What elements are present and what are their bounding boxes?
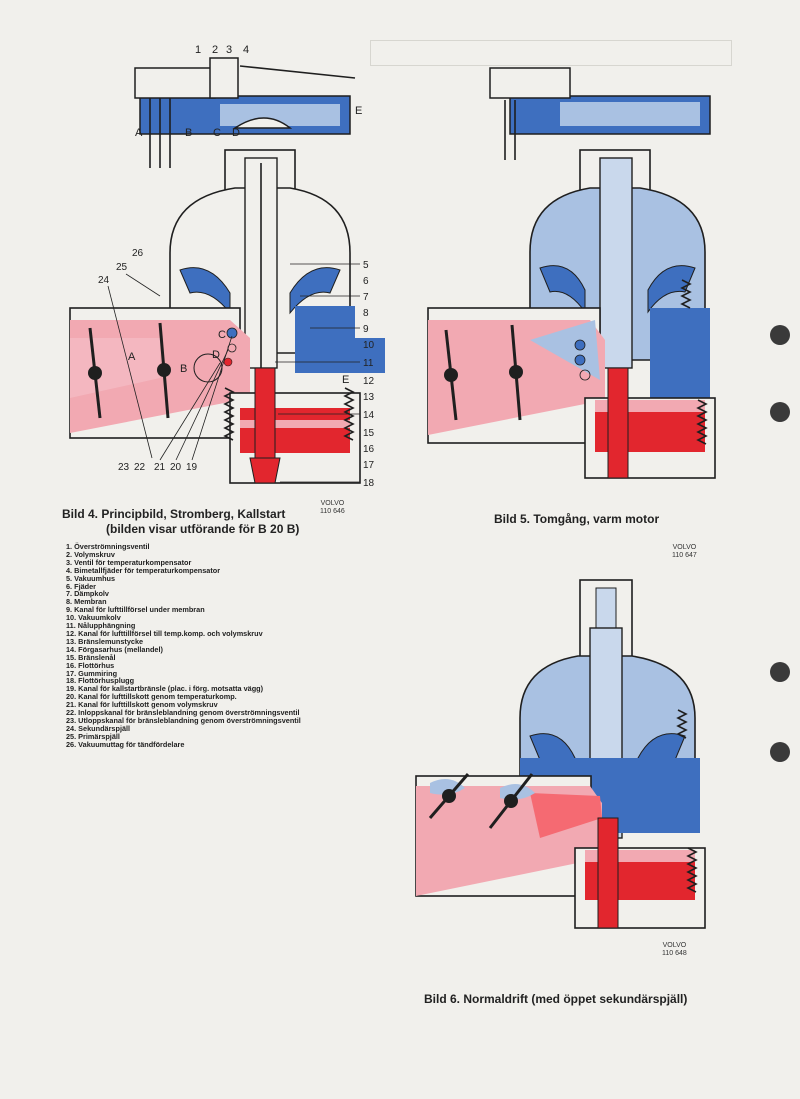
binder-hole-icon xyxy=(770,742,790,762)
fig4-caption-line1: Bild 4. Principbild, Stromberg, Kallstar… xyxy=(62,507,286,521)
legend-item: 6. Fjäder xyxy=(66,581,97,591)
legend-item: 11. Nålupphängning xyxy=(66,621,136,631)
figure-5-diagram xyxy=(427,67,716,479)
legend-item: 26. Vakuumuttag för tändfördelare xyxy=(66,739,185,749)
fig5-volvo-text: VOLVO xyxy=(672,544,697,551)
fig4-label-16: 16 xyxy=(363,444,375,455)
fig5-volvo-mark: VOLVO 110 647 xyxy=(672,544,697,560)
fig6-volvo-mark: VOLVO 110 648 xyxy=(662,942,687,958)
legend-item: 19. Kanal för kallstartbränsle (plac. i … xyxy=(66,684,264,694)
legend-item: 4. Bimetallfjäder för temperaturkompensa… xyxy=(66,565,221,575)
fig4-label-26: 26 xyxy=(132,248,144,259)
fig4-inner-b: B xyxy=(180,363,187,375)
fig4-label-4: 4 xyxy=(243,44,249,56)
binder-hole-icon xyxy=(770,402,790,422)
fig4-label-10: 10 xyxy=(363,340,375,351)
fig4-label-17: 17 xyxy=(363,460,375,471)
legend-item: 14. Förgasarhus (mellandel) xyxy=(66,644,163,654)
fig4-label-21: 21 xyxy=(154,462,166,473)
fig4-label-15: 15 xyxy=(363,428,375,439)
fig4-label-19: 19 xyxy=(186,462,198,473)
fig4-label-22: 22 xyxy=(134,462,146,473)
figure-6-diagram xyxy=(415,579,706,929)
parts-legend: 1. Överströmningsventil 2. Volymskruv 3.… xyxy=(66,543,366,749)
fig4-label-5: 5 xyxy=(363,260,369,271)
legend-item: 24. Sekundärspjäll xyxy=(66,723,131,733)
bleed-through-header xyxy=(370,40,732,66)
fig6-volvo-code: 110 648 xyxy=(662,950,687,957)
fig4-letter-c: C xyxy=(213,127,221,139)
fig6-volvo-text: VOLVO xyxy=(662,942,687,949)
fig4-label-1: 1 xyxy=(195,44,201,56)
fig4-inner-d: D xyxy=(212,349,220,361)
legend-item: 22. Inloppskanal för bränsleblandning ge… xyxy=(66,708,300,718)
legend-item: 21. Kanal för lufttillskott genom volyms… xyxy=(66,700,218,710)
fig6-caption: Bild 6. Normaldrift (med öppet sekundärs… xyxy=(424,992,688,1006)
fig4-label-13: 13 xyxy=(363,392,375,403)
fig4-label-11: 11 xyxy=(363,358,374,369)
legend-item: 7. Dämpkolv xyxy=(66,589,109,599)
fig4-label-14: 14 xyxy=(363,410,375,421)
fig5-volvo-code: 110 647 xyxy=(672,552,697,559)
fig5-caption: Bild 5. Tomgång, varm motor xyxy=(494,512,660,526)
fig4-label-9: 9 xyxy=(363,324,369,335)
fig4-inner-a: A xyxy=(128,351,136,363)
legend-item: 23. Utloppskanal för bränsleblandning ge… xyxy=(66,715,301,725)
fig4-label-7: 7 xyxy=(363,292,369,303)
legend-item: 3. Ventil för temperaturkompensator xyxy=(66,557,192,567)
fig4-label-23: 23 xyxy=(118,462,130,473)
fig4-letter-e: E xyxy=(355,105,362,117)
fig4-label-3: 3 xyxy=(226,44,232,56)
fig4-label-2: 2 xyxy=(212,44,218,56)
legend-item: 20. Kanal för lufttillskott genom temper… xyxy=(66,692,237,702)
legend-item: 12. Kanal för lufttillförsel till temp.k… xyxy=(66,628,263,638)
legend-item: 2. Volymskruv xyxy=(66,549,115,559)
fig4-label-20: 20 xyxy=(170,462,182,473)
legend-item: 1. Överströmningsventil xyxy=(66,542,150,551)
fig4-caption-line2: (bilden visar utförande för B 20 B) xyxy=(106,522,300,536)
legend-item: 15. Bränslenål xyxy=(66,652,116,662)
fig4-label-25: 25 xyxy=(116,262,128,273)
fig4-inner-c: C xyxy=(218,329,226,341)
figure-4-diagram: 1 2 3 4 A B C D E 26 25 24 A B C D E 23 … xyxy=(69,44,385,489)
legend-item: 13. Bränslemunstycke xyxy=(66,636,144,646)
fig4-letter-d: D xyxy=(232,127,240,139)
fig4-volvo-code: 110 646 xyxy=(320,508,345,515)
fig4-label-6: 6 xyxy=(363,276,369,287)
binder-holes xyxy=(740,0,800,1099)
fig4-volvo-mark: VOLVO 110 646 xyxy=(320,500,345,516)
fig4-label-24: 24 xyxy=(98,275,110,286)
fig4-letter-b: B xyxy=(185,127,192,139)
legend-item: 16. Flottörhus xyxy=(66,660,115,670)
fig4-letter-a: A xyxy=(135,127,143,139)
fig4-inner-e: E xyxy=(342,374,349,386)
fig4-label-8: 8 xyxy=(363,308,369,319)
fig4-volvo-text: VOLVO xyxy=(320,500,345,507)
binder-hole-icon xyxy=(770,662,790,682)
legend-item: 5. Vakuumhus xyxy=(66,573,116,583)
legend-item: 17. Gummiring xyxy=(66,668,118,678)
legend-item: 18. Flottörhusplugg xyxy=(66,676,135,686)
legend-item: 8. Membran xyxy=(66,597,107,607)
legend-item: 9. Kanal för lufttillförsel under membra… xyxy=(66,605,205,615)
fig4-label-12: 12 xyxy=(363,376,375,387)
legend-item: 25. Primärspjäll xyxy=(66,731,120,741)
legend-item: 10. Vakuumkolv xyxy=(66,613,121,623)
fig4-label-18: 18 xyxy=(363,478,375,489)
binder-hole-icon xyxy=(770,325,790,345)
